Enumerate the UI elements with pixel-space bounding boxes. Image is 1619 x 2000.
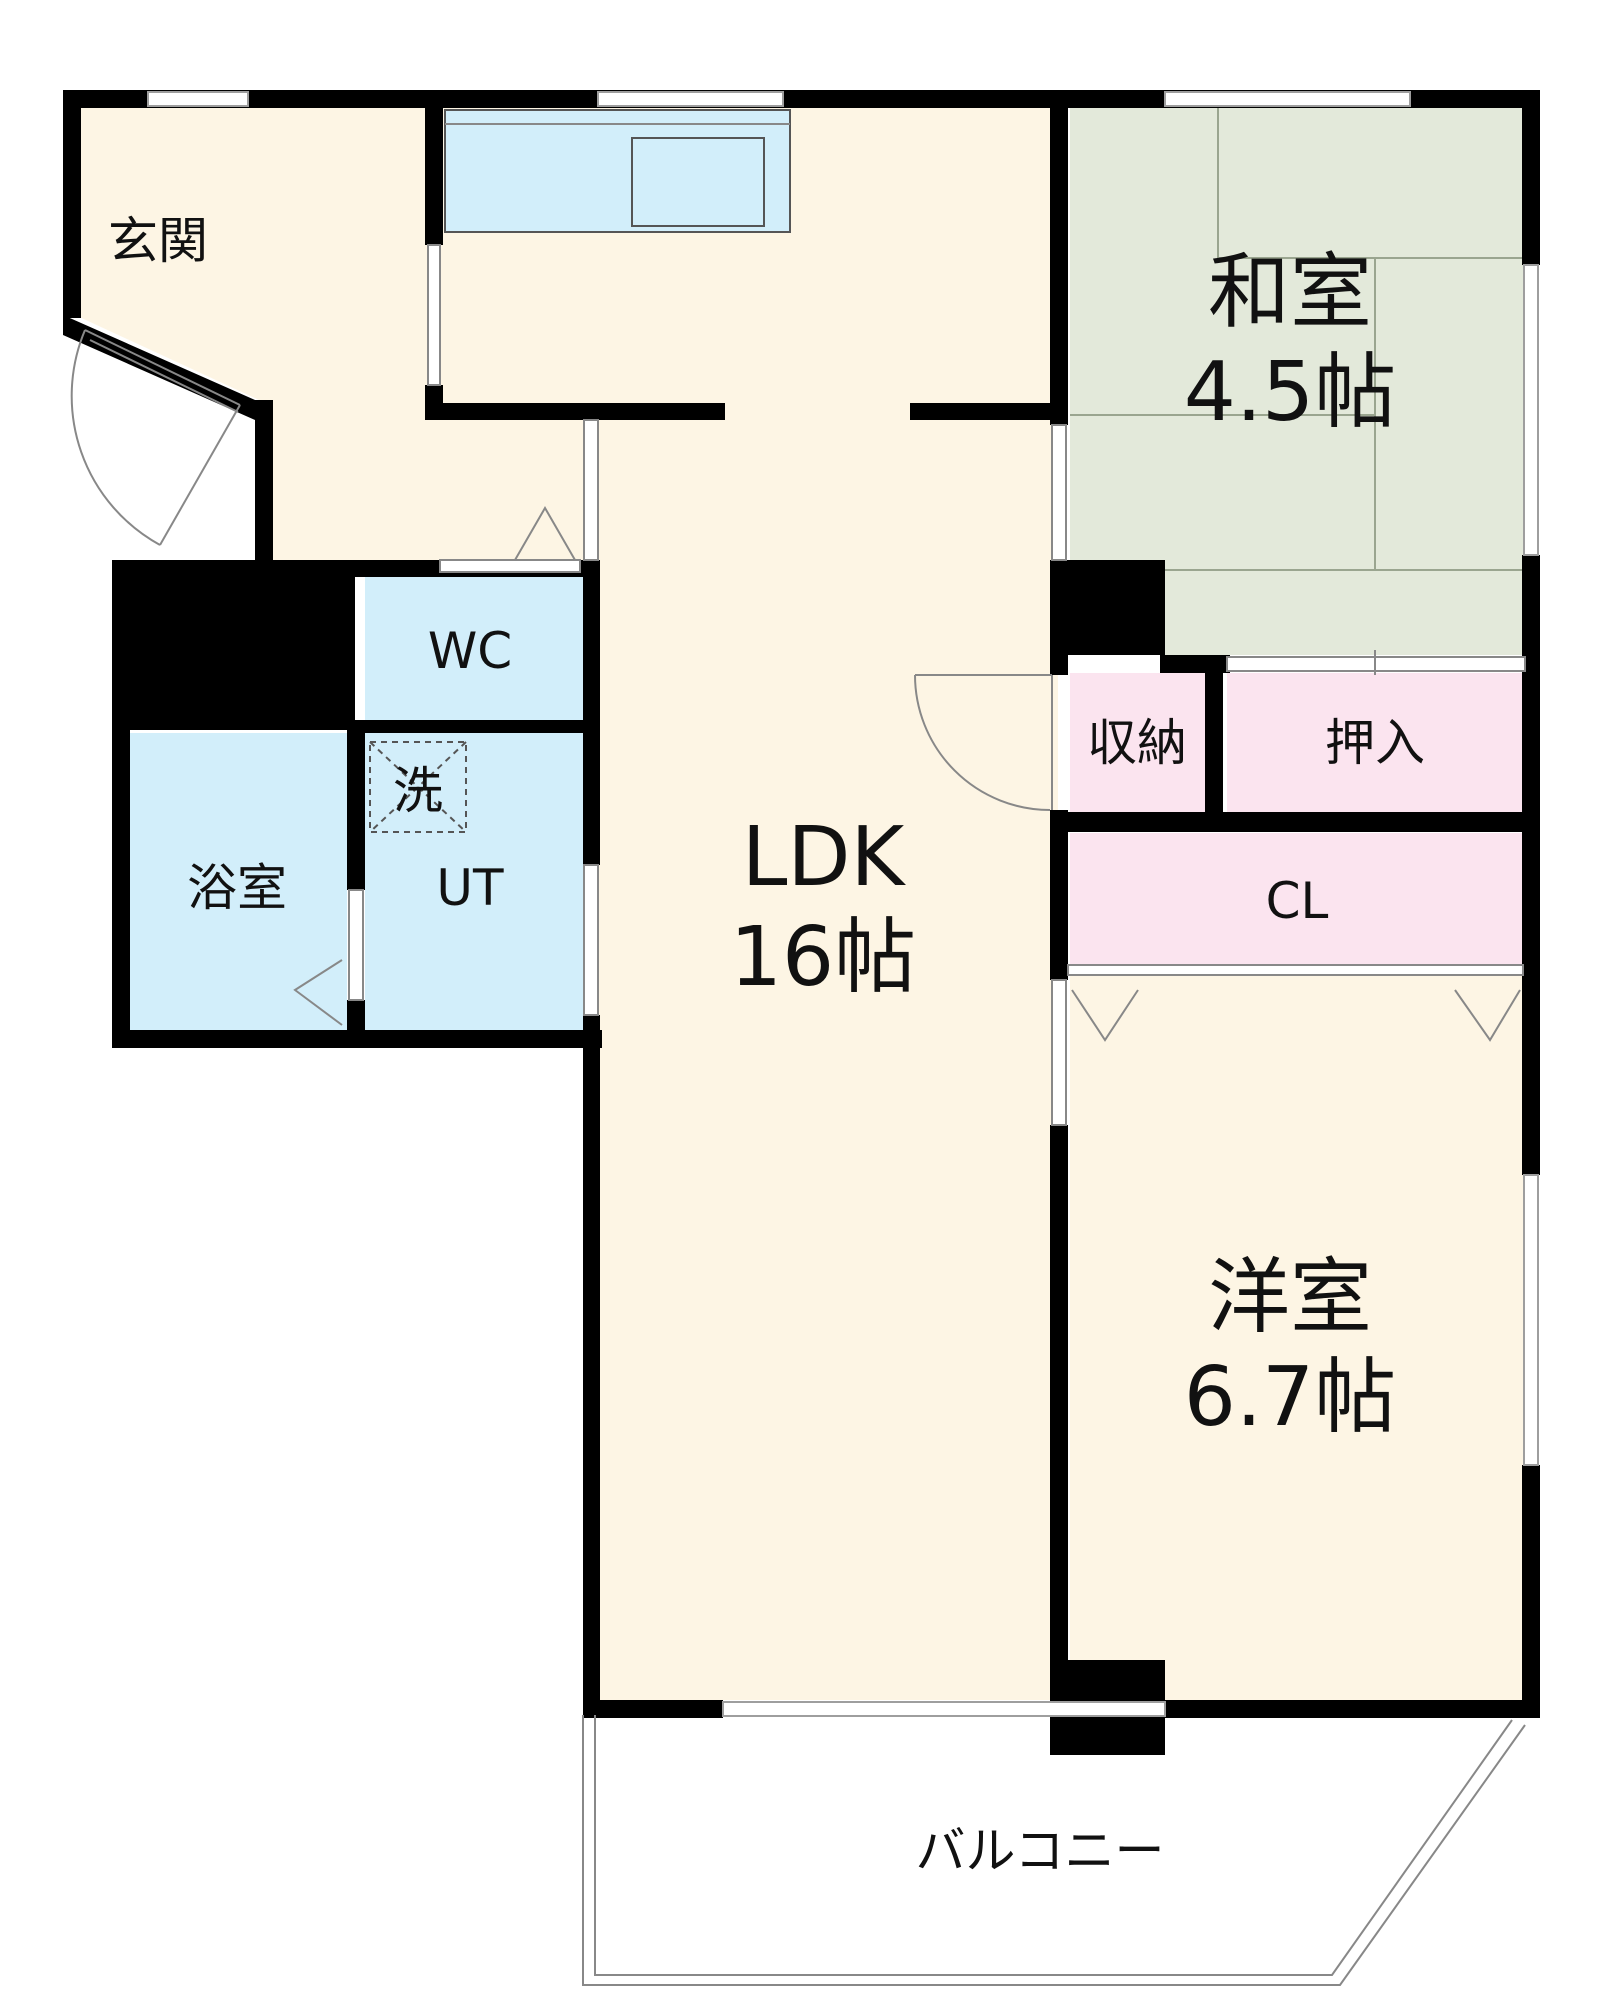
- windows: [147, 91, 1539, 1717]
- kitchen-sink: [631, 137, 765, 227]
- oshiire-label: 押入: [1325, 714, 1425, 772]
- ldk-size-label: 16帖: [730, 910, 916, 1005]
- wc-label: WC: [428, 622, 512, 680]
- wash-label: 洗: [393, 762, 443, 820]
- ldk-name-label: LDK: [742, 810, 907, 905]
- kitchen-counter: [444, 109, 791, 233]
- genkan-label: 玄関: [108, 212, 208, 270]
- balcony: [582, 1715, 1526, 1986]
- yoshitsu-size-label: 6.7帖: [1184, 1350, 1396, 1445]
- washitsu-size-label: 4.5帖: [1184, 345, 1396, 440]
- yoshitsu-floor: [1070, 965, 1525, 1700]
- genkan-floor: [75, 105, 585, 565]
- cl-label: CL: [1266, 872, 1329, 930]
- shuno-label: 収納: [1087, 714, 1187, 772]
- tatami-seams: [1070, 105, 1525, 571]
- doors: [70, 244, 1526, 1126]
- shuno-floor: [1070, 673, 1205, 813]
- washitsu-name-label: 和室: [1208, 245, 1372, 340]
- washitsu-floor: [1070, 105, 1525, 655]
- ut-label: UT: [436, 859, 504, 917]
- bath-label: 浴室: [187, 859, 287, 917]
- cl-floor: [1070, 833, 1525, 965]
- balcony-label: バルコニー: [916, 1822, 1165, 1880]
- yoshitsu-name-label: 洋室: [1208, 1250, 1372, 1345]
- ut-floor: [365, 733, 583, 1033]
- ldk-floor: [440, 105, 1058, 1700]
- bath-floor: [125, 733, 347, 1033]
- labels: 玄関 WC 洗 UT 浴室 LDK 16帖 和室 4.5帖 収納 押入 CL 洋…: [108, 212, 1425, 1880]
- wc-floor: [365, 577, 583, 720]
- oshiire-floor: [1227, 673, 1525, 813]
- room-fills: [75, 105, 1525, 1700]
